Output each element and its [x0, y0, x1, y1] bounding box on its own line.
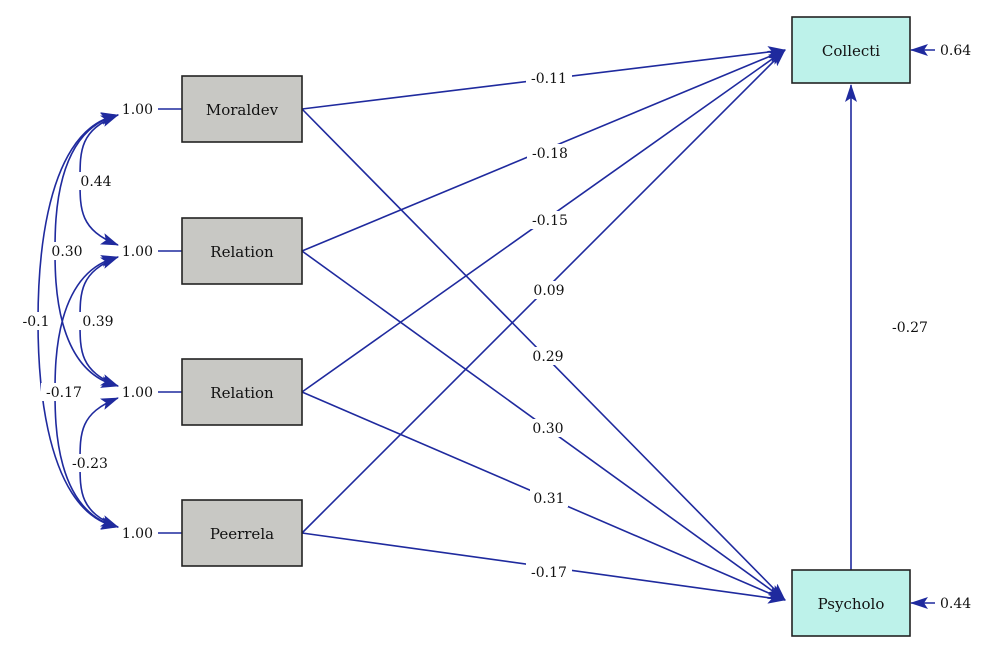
coef-x1-y2-bg [529, 347, 567, 365]
coef-x4-y1: 0.09 [533, 283, 564, 299]
coef-x1-y1: -0.11 [531, 71, 567, 87]
coef-x4-y2: -0.17 [531, 565, 567, 581]
box-label-x4: Peerrela [210, 525, 274, 543]
corr-x1-x3-bg [48, 242, 86, 260]
coef-x3-y2-bg [530, 489, 568, 507]
corr-x1-x2: 0.44 [80, 174, 111, 190]
coef-x1-y1-bg [526, 69, 572, 87]
variance-label-x3: 1.00 [122, 385, 153, 401]
corr-x2-x4-bg [41, 383, 87, 401]
coef-x2-y2-bg [529, 419, 567, 437]
coef-x2-y2: 0.30 [532, 421, 563, 437]
box-label-x3: Relation [210, 384, 274, 402]
box-x1 [181, 75, 303, 143]
coef-x3-y1: -0.15 [532, 213, 568, 229]
coef-x3-y1-bg [527, 211, 573, 229]
error-label-y1: 0.64 [940, 43, 971, 59]
error-label-y2: 0.44 [940, 596, 971, 612]
corr-x1-x4-bg [17, 312, 55, 330]
corr-x2-x4: -0.17 [46, 385, 82, 401]
box-x4 [181, 499, 303, 567]
coef-x2-y1-bg [527, 144, 573, 162]
coef-x3-y2: 0.31 [533, 491, 564, 507]
box-y1 [791, 16, 911, 84]
corr-x1-x2-bg [77, 172, 115, 190]
coef-x4-y2-bg [526, 563, 572, 581]
corr-x2-x3: 0.39 [82, 314, 113, 330]
box-label-x1: Moraldev [206, 101, 279, 119]
variance-label-x2: 1.00 [122, 244, 153, 260]
coef-y2-y1-bg [887, 318, 933, 336]
coef-y2-y1: -0.27 [892, 320, 928, 336]
corr-x2-x3-bg [79, 312, 117, 330]
box-label-y2: Psycholo [818, 595, 885, 613]
coef-x1-y2: 0.29 [532, 349, 563, 365]
coef-x4-y1-bg [530, 281, 568, 299]
corr-x3-x4: -0.23 [72, 456, 108, 472]
box-y2 [791, 569, 911, 637]
box-label-x2: Relation [210, 243, 274, 261]
corr-x1-x3: 0.30 [51, 244, 82, 260]
corr-x3-x4-bg [67, 454, 113, 472]
box-x3 [181, 358, 303, 426]
box-x2 [181, 217, 303, 285]
variance-label-x4: 1.00 [122, 526, 153, 542]
coef-x2-y1: -0.18 [532, 146, 568, 162]
corr-x1-x4: -0.1 [23, 314, 50, 330]
box-label-y1: Collecti [822, 42, 880, 60]
variance-label-x1: 1.00 [122, 102, 153, 118]
